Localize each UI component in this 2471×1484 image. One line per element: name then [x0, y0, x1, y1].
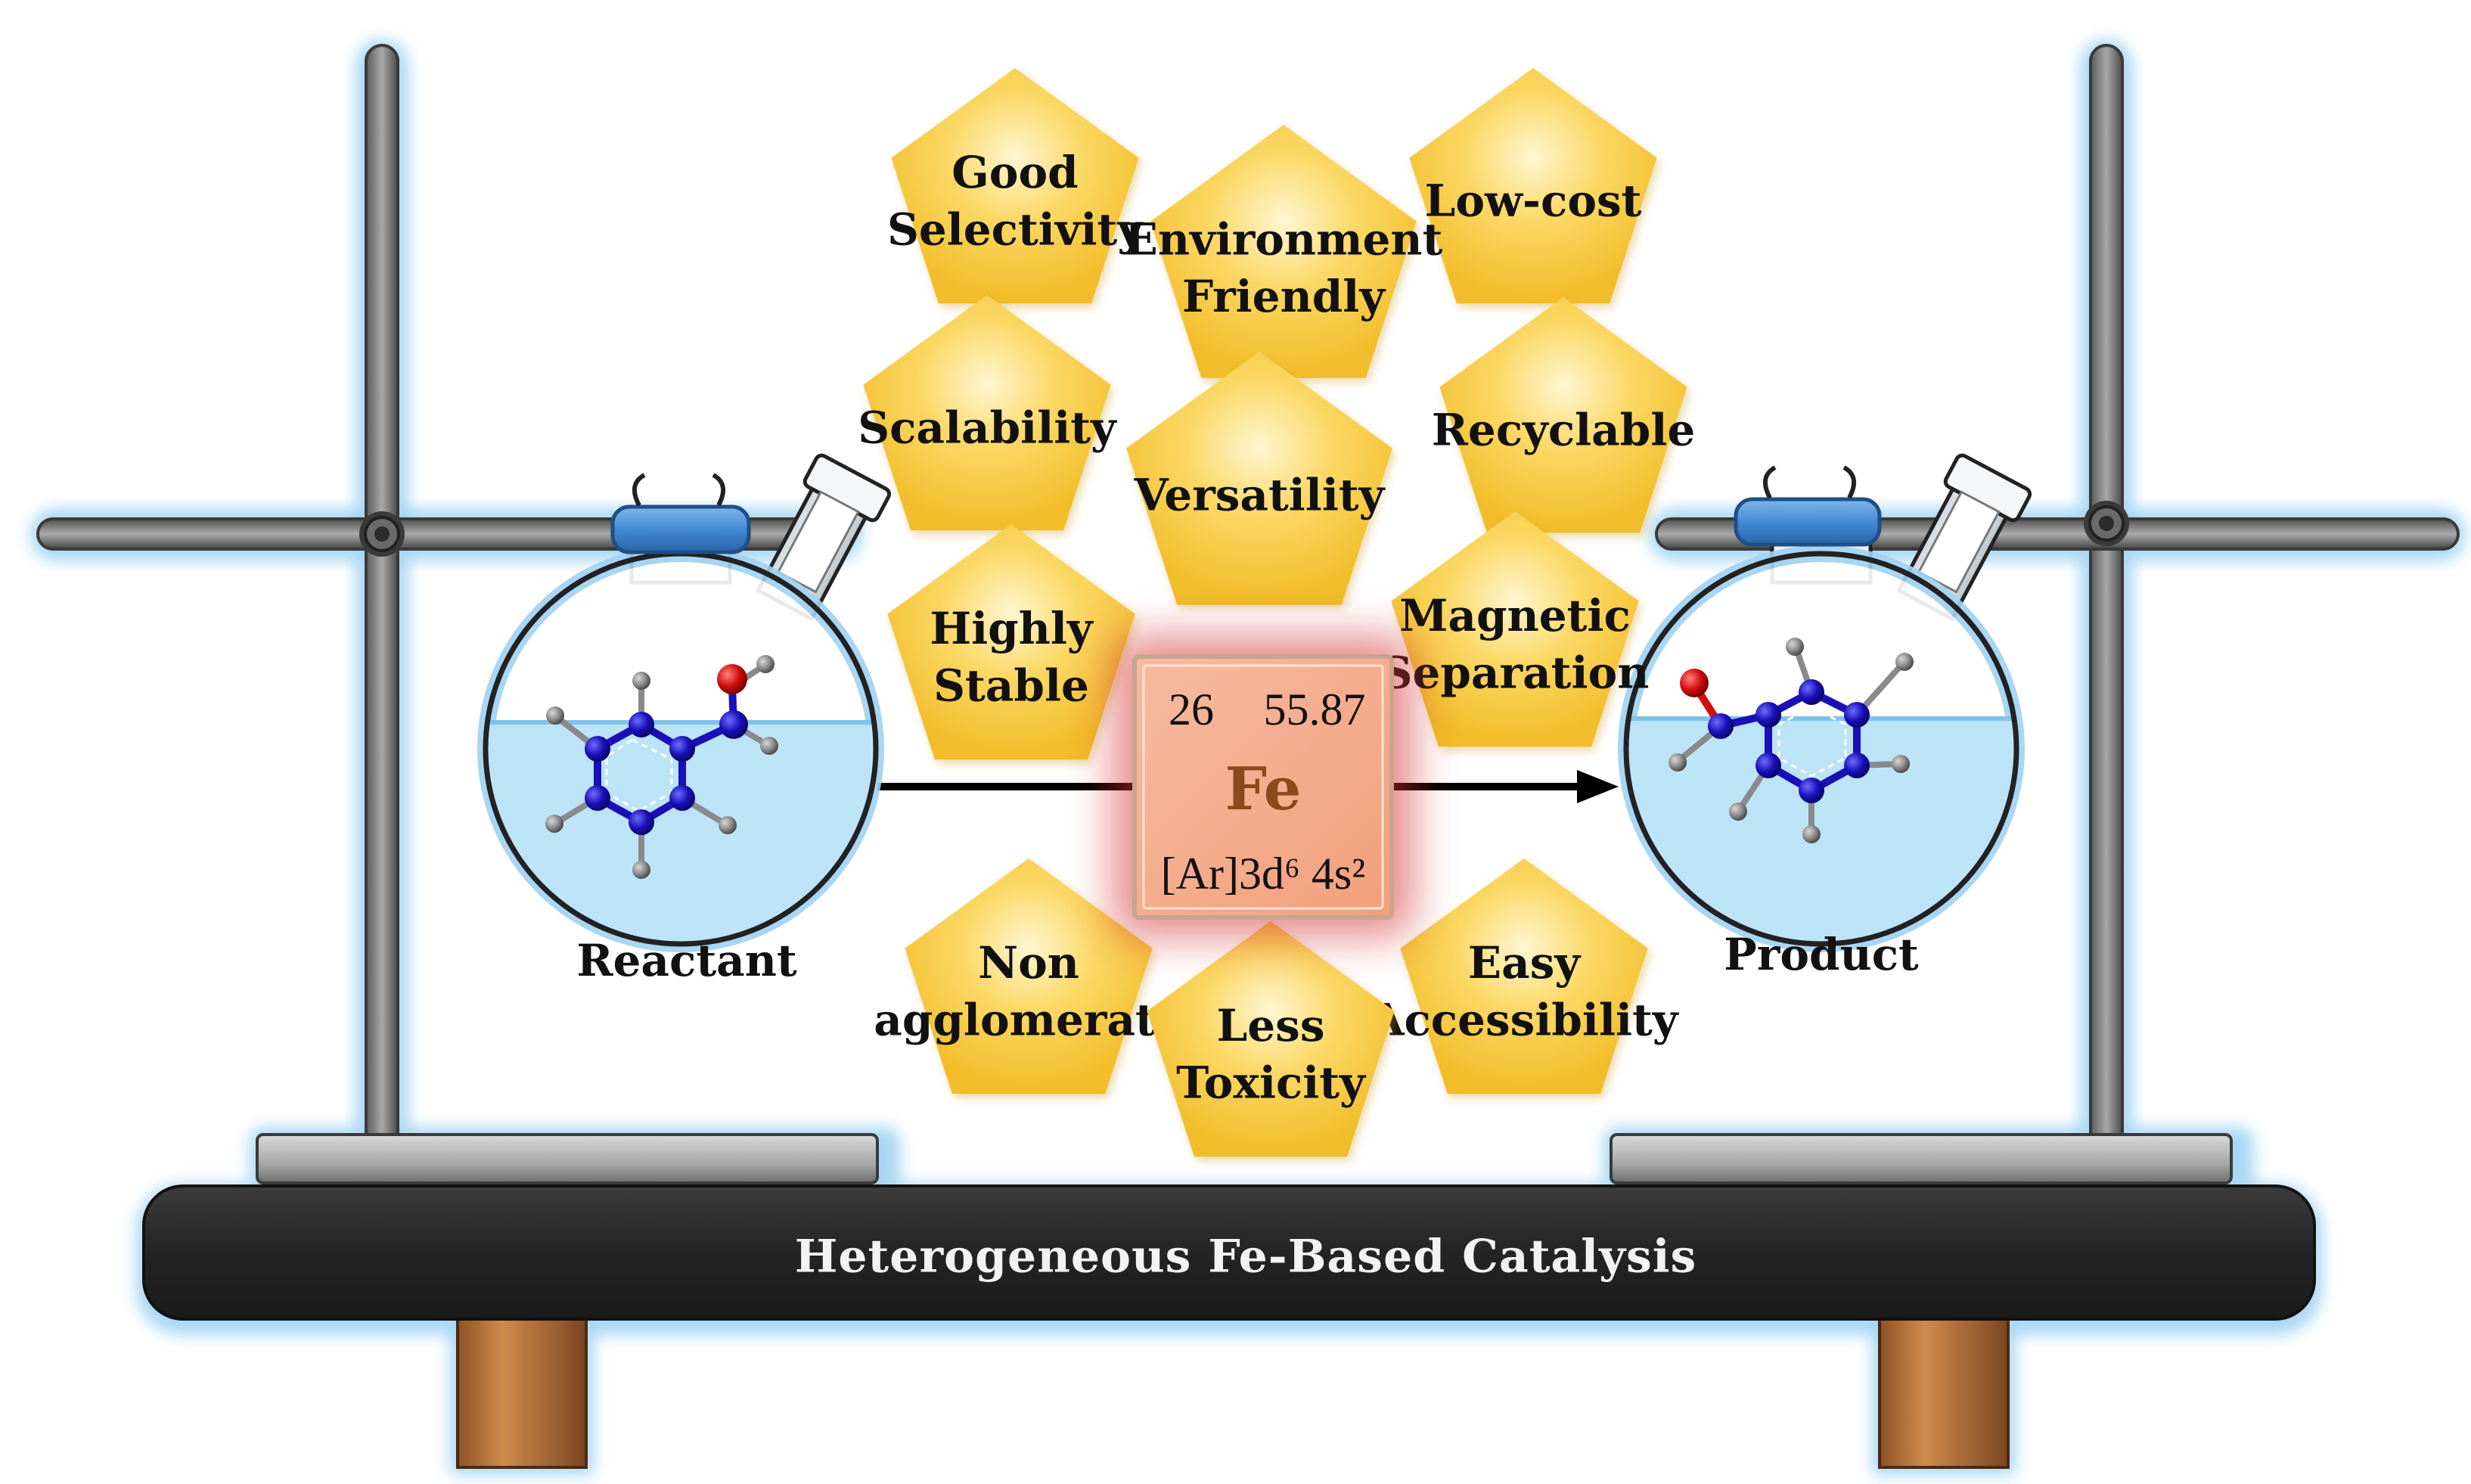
pentagon-label: Friendly: [1182, 271, 1386, 322]
pentagon-low-cost: Low-cost: [1409, 68, 1660, 309]
bosshead-right: [2084, 501, 2129, 546]
pentagon-shape: [1126, 352, 1392, 605]
product-label: Product: [1724, 929, 1919, 980]
pentagon-shape: [1400, 858, 1648, 1094]
stand-leg-left: [456, 1307, 588, 1469]
product-flask: Product: [1618, 453, 2032, 980]
pentagon-shape: [863, 295, 1111, 531]
pentagon-label: Easy: [1468, 937, 1582, 989]
stand-leg-right: [1878, 1307, 2010, 1469]
reactant-molecule: [545, 655, 778, 879]
bosshead-left: [359, 511, 405, 557]
pentagon-label: agglomerate: [874, 994, 1184, 1045]
stand-rod-right: [2089, 44, 2124, 1151]
pentagon-shape: [1439, 297, 1687, 533]
stand-rod-left: [365, 44, 399, 1151]
pentagon-label: Versatility: [1134, 469, 1386, 520]
pentagon-label: Low-cost: [1425, 175, 1642, 227]
product-molecule: [1669, 638, 1914, 843]
pentagon-label: Good: [951, 147, 1078, 198]
pentagon-label: Separation: [1381, 647, 1650, 698]
base-plate-left: [256, 1133, 879, 1184]
reaction-arrow-head: [1577, 770, 1619, 803]
pentagon-shape: [905, 858, 1153, 1094]
pentagon-label: Environment: [1125, 214, 1443, 265]
pentagon-label: Recyclable: [1432, 405, 1696, 456]
element-symbol: Fe: [1225, 755, 1302, 824]
stand-base: [142, 1184, 2316, 1321]
base-plate-right: [1610, 1133, 2233, 1184]
pentagon-shape: [891, 68, 1139, 304]
pentagon-shape: [1147, 921, 1395, 1157]
pentagon-shape: [1391, 511, 1639, 747]
pentagon-shape: [887, 524, 1135, 760]
pentagon-shape: [1150, 125, 1417, 378]
iron-element-tile: 26 55.87 Fe [Ar]3d⁶ 4s²: [1112, 635, 1414, 938]
pentagon-versatility: Versatility: [1126, 352, 1395, 610]
pentagon-label: Highly: [930, 603, 1094, 654]
pentagon-label: Non: [978, 937, 1079, 989]
pentagon-label: Accessibility: [1369, 994, 1679, 1045]
electron-configuration: [Ar]3d⁶ 4s²: [1161, 849, 1366, 899]
base-label: Heterogeneous Fe-Based Catalysis: [795, 1231, 1697, 1284]
reactant-label: Reactant: [576, 935, 797, 986]
pentagon-scalability: Scalability: [858, 295, 1118, 536]
pentagon-label: Selectivity: [887, 203, 1144, 255]
pentagon-label: Less: [1217, 1000, 1325, 1051]
pentagon-label: Stable: [933, 660, 1089, 711]
pentagon-label: Magnetic: [1399, 590, 1631, 641]
pentagon-label: Scalability: [858, 402, 1118, 454]
pentagon-shape: [1409, 68, 1657, 304]
atomic-number: 26: [1169, 685, 1214, 734]
atomic-mass: 55.87: [1264, 685, 1366, 734]
pentagon-recyclable: Recyclable: [1432, 297, 1696, 538]
pentagon-label: Toxicity: [1176, 1057, 1367, 1108]
